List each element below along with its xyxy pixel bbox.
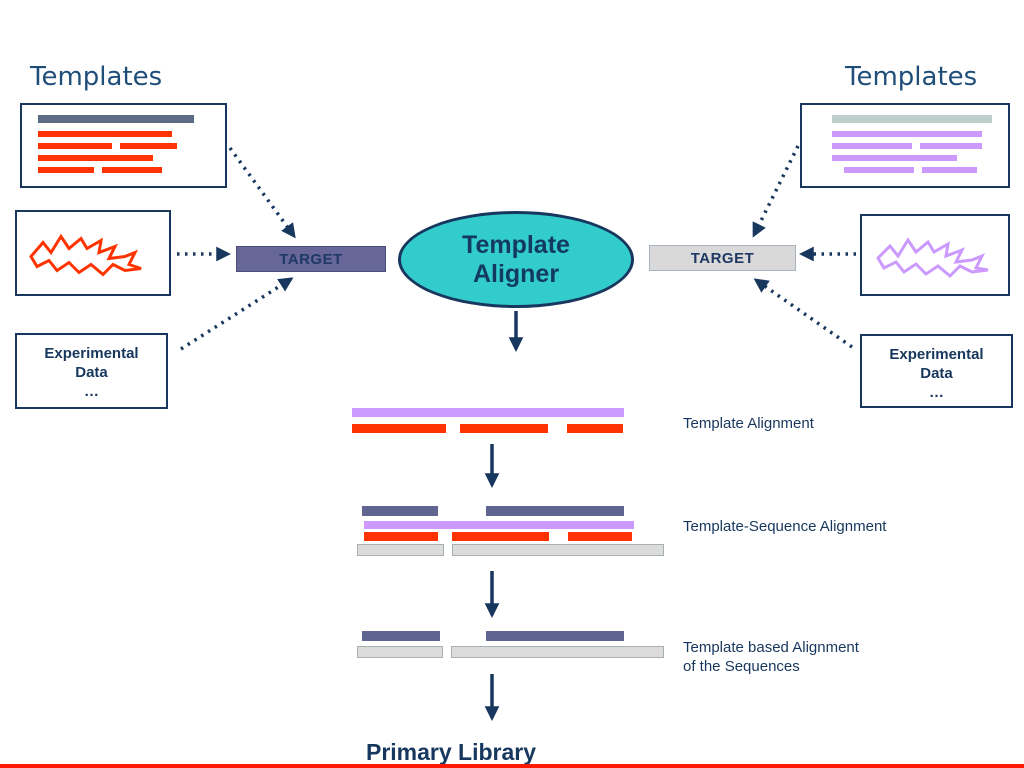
aligner-title-line1: Template	[462, 230, 570, 259]
step2-label: Template-Sequence Alignment	[683, 518, 887, 535]
template-line	[38, 131, 172, 137]
experimental-line2: Data	[920, 365, 953, 382]
templates-label-right: Templates	[845, 62, 978, 92]
step2-gray-segment	[452, 544, 664, 556]
template-line	[832, 143, 912, 149]
arrow-right-experimental-to-target	[753, 278, 854, 349]
structure-box-right	[860, 214, 1010, 296]
step2-red-segment	[364, 532, 438, 541]
step2-red-segment	[452, 532, 549, 541]
experimental-line2: Data	[75, 364, 108, 381]
experimental-data-box-left: Experimental Data …	[15, 333, 168, 409]
step3-gray-segment	[451, 646, 664, 658]
target-bar-left: TARGET	[236, 246, 386, 272]
template-aligner-ellipse: Template Aligner	[398, 211, 634, 308]
arrow-left-experimental-to-target	[180, 277, 294, 351]
template-line	[38, 167, 94, 173]
step2-red-segment	[568, 532, 632, 541]
template-header-bar-right	[832, 115, 992, 123]
step1-red-segment	[352, 424, 446, 433]
template-line	[832, 131, 982, 137]
step1-label: Template Alignment	[683, 415, 814, 432]
template-preview-right	[800, 103, 1010, 188]
step2-purple-bar	[364, 521, 634, 529]
template-line	[844, 167, 914, 173]
step2-gray-segment	[357, 544, 444, 556]
template-preview-left	[20, 103, 227, 188]
arrow-right-template-to-target	[752, 145, 800, 238]
experimental-data-box-right: Experimental Data …	[860, 334, 1013, 408]
step2-slate-segment	[486, 506, 624, 516]
template-line	[922, 167, 977, 173]
step1-red-segment	[460, 424, 548, 433]
experimental-line3: …	[84, 383, 99, 400]
arrow-left-template-to-target	[228, 146, 296, 239]
step3-slate-segment	[486, 631, 624, 641]
step1-purple-bar	[352, 408, 624, 417]
template-line	[38, 143, 112, 149]
template-line	[832, 155, 957, 161]
structure-box-left	[15, 210, 171, 296]
step3-gray-segment	[357, 646, 443, 658]
template-line	[38, 155, 153, 161]
template-line	[120, 143, 177, 149]
primary-library-title: Primary Library	[366, 739, 537, 765]
squiggle-icon-left	[29, 233, 142, 277]
experimental-line1: Experimental	[889, 346, 984, 363]
aligner-title-line2: Aligner	[472, 259, 560, 288]
experimental-line3: …	[929, 384, 944, 401]
experimental-line1: Experimental	[44, 345, 139, 362]
bottom-red-bar	[0, 764, 1024, 768]
step3-label-line1: Template based Alignment	[683, 639, 859, 656]
templates-label-left: Templates	[30, 62, 163, 92]
template-line	[920, 143, 982, 149]
target-bar-right: TARGET	[649, 245, 796, 271]
step3-label: Template based Alignment of the Sequence…	[683, 638, 859, 676]
step3-slate-segment	[362, 631, 440, 641]
step2-slate-segment	[362, 506, 438, 516]
template-line	[102, 167, 162, 173]
squiggle-icon-right	[876, 237, 989, 279]
step3-label-line2: of the Sequences	[683, 658, 800, 675]
template-header-bar-left	[38, 115, 194, 123]
step1-red-segment	[567, 424, 623, 433]
